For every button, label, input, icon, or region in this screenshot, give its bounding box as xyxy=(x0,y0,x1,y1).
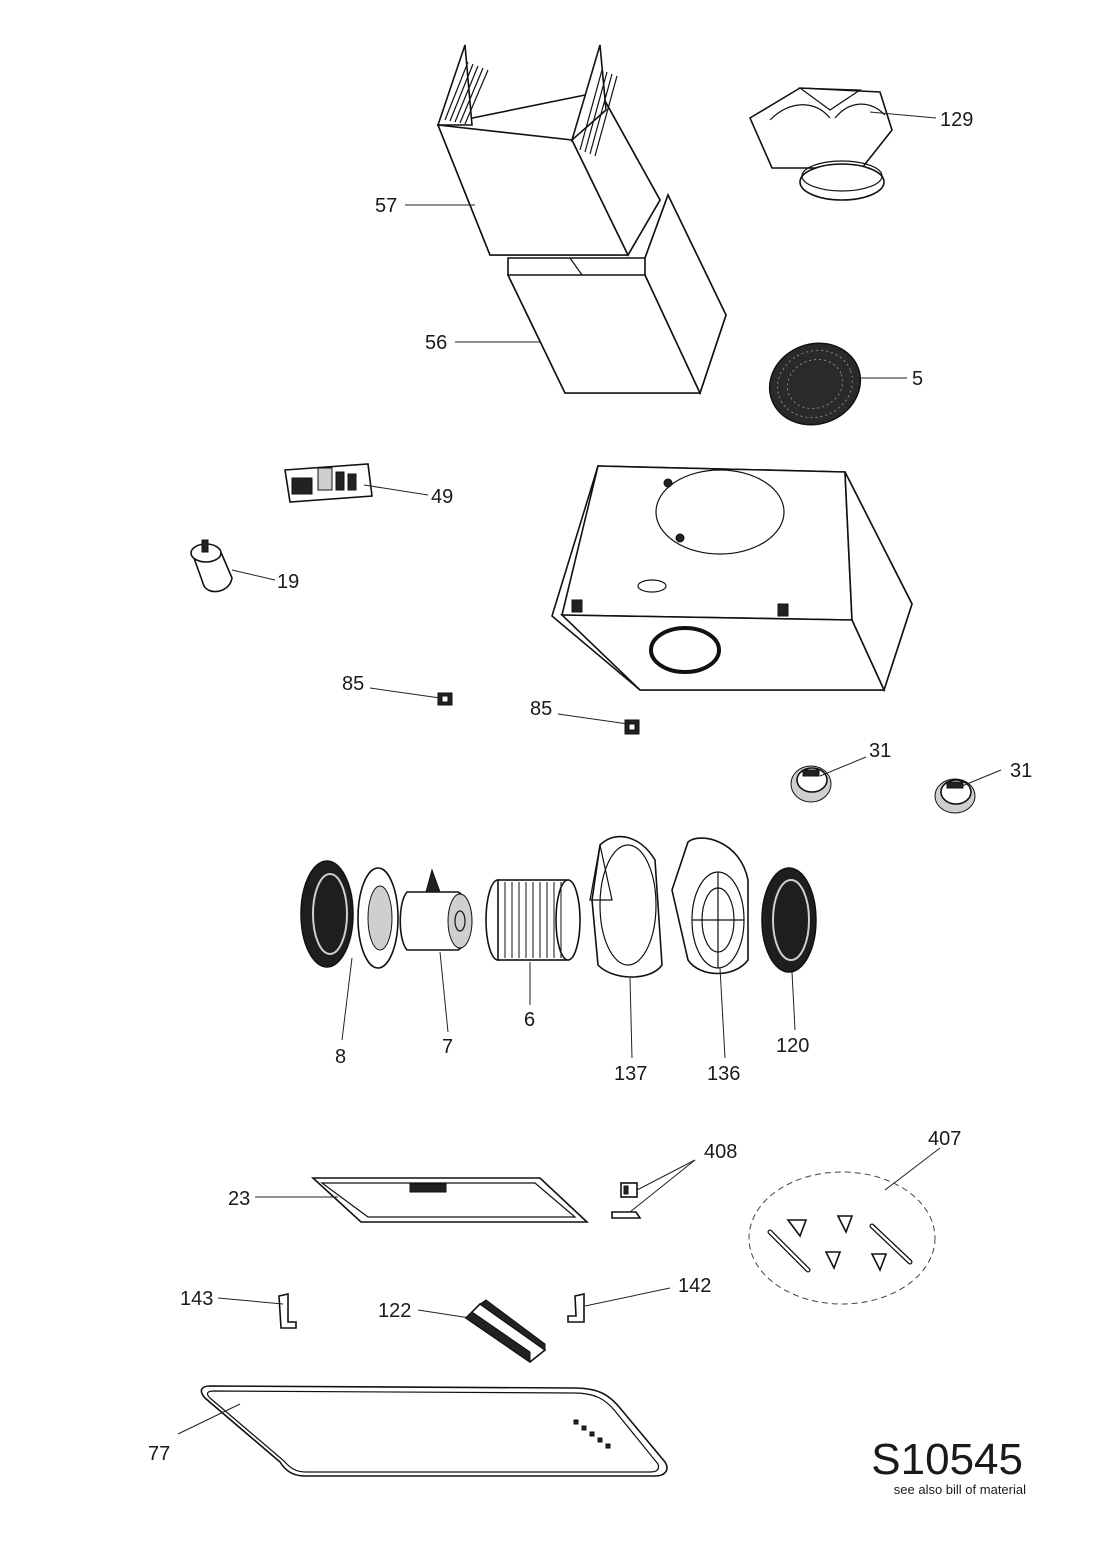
part-8-inlet-ring-left xyxy=(300,860,399,969)
callout-7: 7 xyxy=(442,1036,453,1058)
callout-143: 143 xyxy=(180,1288,213,1310)
callout-19: 19 xyxy=(277,571,299,593)
part-143-bracket-left xyxy=(278,1293,297,1329)
callout-136: 136 xyxy=(707,1063,740,1085)
part-137-scroll-housing-left xyxy=(589,835,663,978)
part-129-outlet-adapter xyxy=(748,87,893,201)
callout-labels: 57 56 129 5 49 19 85 85 31 31 8 7 6 137 … xyxy=(148,109,1032,1465)
part-31-knob-a xyxy=(790,765,832,803)
part-142-bracket-right xyxy=(567,1293,585,1323)
part-6-impeller xyxy=(485,879,581,961)
leader-lines xyxy=(177,111,1002,1435)
callout-57: 57 xyxy=(375,195,397,217)
callout-77: 77 xyxy=(148,1443,170,1465)
part-120-inlet-ring-right xyxy=(761,867,817,973)
callout-23: 23 xyxy=(228,1188,250,1210)
callout-85-a: 85 xyxy=(342,673,364,695)
callout-142: 142 xyxy=(678,1275,711,1297)
hood-body xyxy=(551,465,913,693)
callout-6: 6 xyxy=(524,1009,535,1031)
part-85-clip-b xyxy=(624,719,640,735)
callout-85-b: 85 xyxy=(530,698,552,720)
part-136-scroll-housing-right xyxy=(671,837,749,975)
callout-49: 49 xyxy=(431,486,453,508)
part-7-motor xyxy=(399,868,473,951)
callout-129: 129 xyxy=(940,109,973,131)
part-408-brackets xyxy=(611,1182,642,1219)
part-407-fastener-kit xyxy=(748,1171,936,1305)
bill-of-material-note: see also bill of material xyxy=(894,1482,1026,1497)
callout-137: 137 xyxy=(614,1063,647,1085)
callout-407: 407 xyxy=(928,1128,961,1150)
part-85-clip-a xyxy=(437,692,453,706)
part-19-capacitor xyxy=(190,539,233,593)
part-23-filter-panel xyxy=(310,1177,590,1223)
part-5-round-filter xyxy=(768,342,862,426)
part-122-light-module xyxy=(464,1299,547,1363)
callout-31-a: 31 xyxy=(869,740,891,762)
drawing-code: S10545 xyxy=(871,1435,1023,1484)
callout-5: 5 xyxy=(912,368,923,390)
part-57-upper-chimney xyxy=(436,44,661,257)
callout-408: 408 xyxy=(704,1141,737,1163)
callout-120: 120 xyxy=(776,1035,809,1057)
callout-8: 8 xyxy=(335,1046,346,1068)
part-77-bottom-panel xyxy=(200,1385,668,1477)
callout-122: 122 xyxy=(378,1300,411,1322)
callout-31-b: 31 xyxy=(1010,760,1032,782)
part-49-control-board xyxy=(284,463,373,503)
callout-56: 56 xyxy=(425,332,447,354)
part-31-knob-b xyxy=(934,778,976,814)
part-56-lower-chimney xyxy=(506,192,727,396)
